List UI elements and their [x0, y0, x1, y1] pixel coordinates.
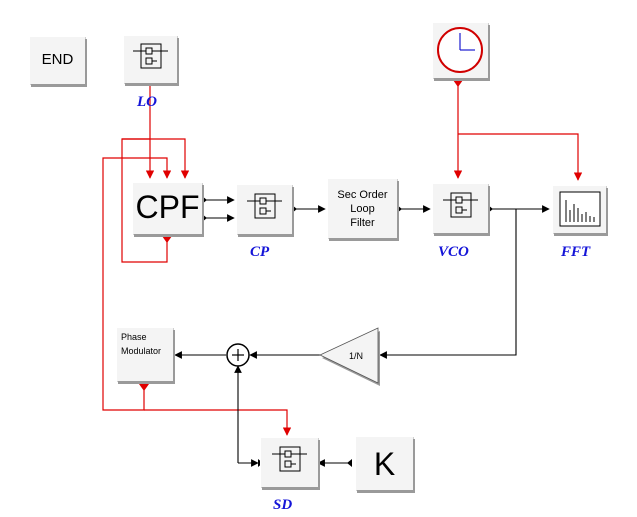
sd-label: SD	[273, 497, 293, 513]
cp-label: CP	[250, 244, 270, 260]
event-wire-clock-fft[interactable]	[458, 133, 583, 181]
end-label: END	[41, 51, 74, 68]
fft-label: FFT	[561, 244, 591, 260]
wire-vco-divider[interactable]	[379, 209, 517, 359]
spectrum-scope-icon	[559, 191, 601, 227]
event-wire-pm-sd[interactable]	[144, 409, 292, 436]
phase-modulator-line2: Modulator	[121, 346, 162, 356]
superblock-icon	[133, 43, 168, 69]
event-out-cpf	[162, 236, 172, 243]
cp-block[interactable]	[236, 184, 292, 234]
event-wire-lo-cpf-2[interactable]	[122, 138, 190, 179]
port-vco-out	[488, 205, 493, 213]
fft-block[interactable]	[552, 185, 606, 233]
divider-block[interactable]	[319, 327, 380, 386]
lo-block[interactable]	[123, 35, 177, 83]
lo-label: LO	[137, 94, 157, 110]
clock-block[interactable]	[432, 22, 488, 78]
superblock-icon	[247, 193, 282, 219]
port-cpf-out2	[202, 214, 207, 222]
cpf-block[interactable]: CPF	[132, 182, 202, 234]
gain-label: K	[373, 446, 396, 482]
port-filter-out	[397, 205, 402, 213]
event-out-pm	[139, 384, 149, 391]
end-block[interactable]: END	[29, 36, 85, 84]
vco-label: VCO	[438, 244, 469, 260]
loop-filter-block[interactable]: Sec Order Loop Filter	[327, 178, 397, 238]
clock-icon	[437, 27, 483, 73]
divider-label: 1/N	[349, 351, 363, 361]
phase-modulator-block[interactable]: Phase Modulator	[116, 327, 173, 381]
superblock-icon	[272, 446, 307, 472]
event-wire-sd-feedback[interactable]	[102, 157, 172, 411]
superblock-icon	[443, 192, 478, 218]
sd-block[interactable]	[260, 437, 318, 487]
cpf-label: CPF	[135, 189, 200, 225]
summation-icon[interactable]	[226, 343, 250, 367]
event-out-clock	[453, 80, 463, 87]
port-cpf-out1	[202, 196, 207, 204]
loop-filter-line1: Sec Order	[337, 189, 388, 201]
phase-modulator-line1: Phase	[121, 332, 147, 342]
port-cp-out	[292, 205, 297, 213]
port-gain-out	[347, 459, 352, 467]
vco-block[interactable]	[432, 183, 488, 233]
loop-filter-line3: Filter	[350, 217, 375, 229]
gain-block[interactable]: K	[355, 436, 413, 490]
loop-filter-line2: Loop	[350, 203, 375, 215]
